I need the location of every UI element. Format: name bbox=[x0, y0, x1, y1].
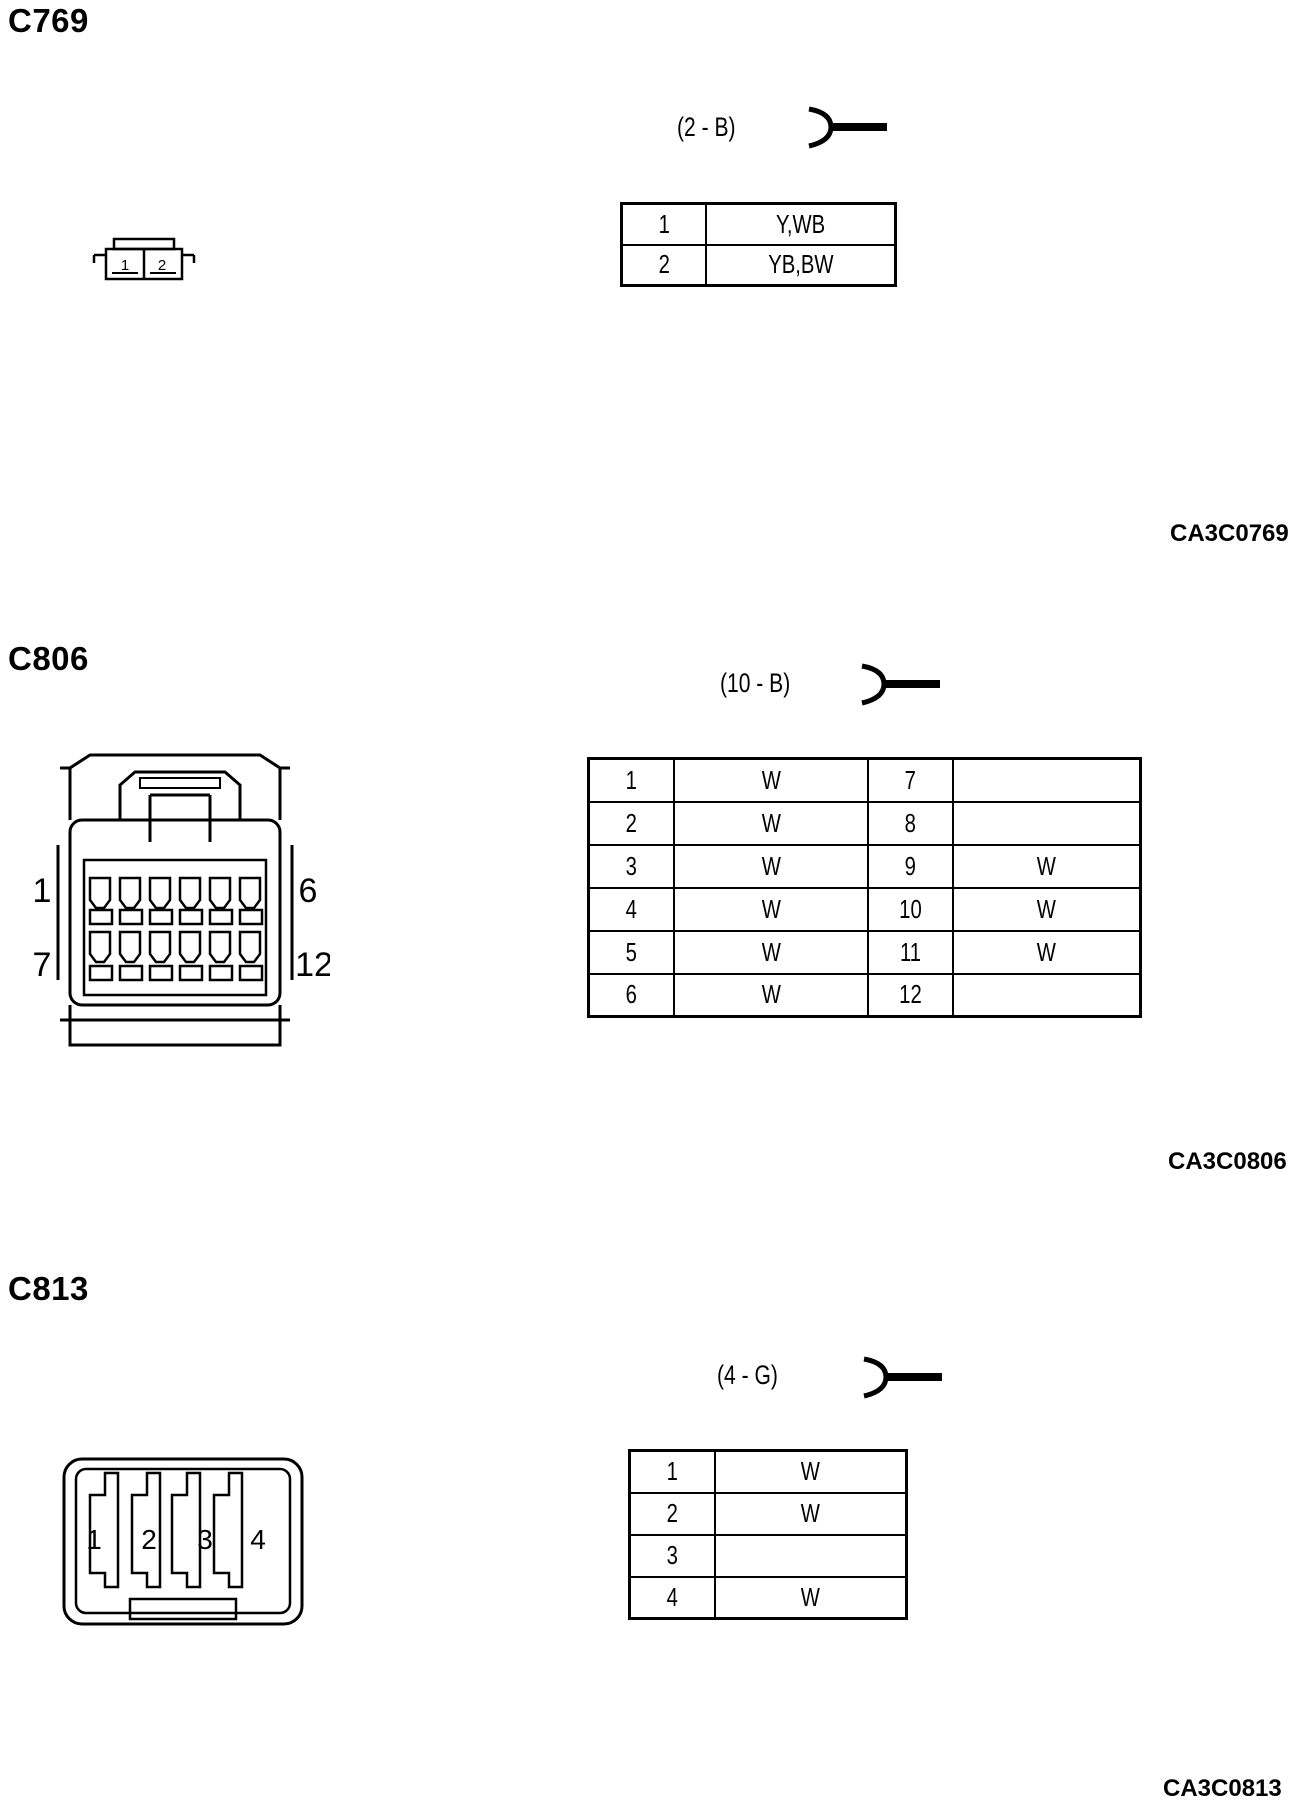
table-row: 1 W 7 bbox=[587, 757, 1142, 803]
wire-color: W bbox=[673, 972, 869, 1018]
wire-color: W bbox=[952, 886, 1142, 932]
table-row: 3 bbox=[628, 1533, 908, 1578]
wire-color: W bbox=[952, 843, 1142, 889]
wire-color: W bbox=[714, 1491, 908, 1536]
pin-number: 4 bbox=[628, 1575, 716, 1620]
pin-number: 11 bbox=[867, 929, 954, 975]
pin-label: 2 bbox=[158, 257, 166, 274]
table-row: 3 W 9 W bbox=[587, 843, 1142, 889]
diagram-code-c769: CA3C0769 bbox=[1170, 520, 1289, 547]
table-row: 6 W 12 bbox=[587, 972, 1142, 1018]
pin-number: 7 bbox=[867, 757, 954, 803]
pin-number: 3 bbox=[628, 1533, 716, 1578]
table-row: 2 W bbox=[628, 1491, 908, 1536]
wire-color: Y,WB bbox=[705, 202, 897, 246]
pin-label: 3 bbox=[197, 1524, 213, 1555]
pin-table-c769: 1 Y,WB 2 YB,BW bbox=[620, 202, 897, 287]
condition-label-c769: (2 - B) bbox=[677, 112, 736, 142]
table-row: 4 W bbox=[628, 1575, 908, 1620]
pin-number: 6 bbox=[587, 972, 675, 1018]
pin-label: 6 bbox=[299, 872, 318, 910]
table-row: 2 YB,BW bbox=[620, 243, 897, 287]
pin-table-c806: 1 W 7 2 W 8 3 W 9 W 4 W 10 W 5 W 11 W 6 … bbox=[587, 757, 1142, 1018]
table-row: 5 W 11 W bbox=[587, 929, 1142, 975]
section-title-c806: C806 bbox=[8, 640, 89, 677]
table-row: 2 W 8 bbox=[587, 800, 1142, 846]
pin-number: 1 bbox=[628, 1449, 716, 1494]
pin-number: 4 bbox=[587, 886, 675, 932]
connector-face-c806: 1 6 7 12 bbox=[33, 753, 330, 1047]
pin-number: 8 bbox=[867, 800, 954, 846]
wire-color: YB,BW bbox=[705, 243, 897, 287]
wire-color: W bbox=[714, 1575, 908, 1620]
wire-color bbox=[952, 800, 1142, 846]
diagram-code-c813: CA3C0813 bbox=[1163, 1775, 1282, 1802]
wire-color: W bbox=[952, 929, 1142, 975]
wire-color: W bbox=[673, 800, 869, 846]
connector-face-c813: 1 2 3 4 bbox=[62, 1457, 304, 1626]
pin-label: 12 bbox=[295, 946, 330, 984]
pin-number: 2 bbox=[628, 1491, 716, 1536]
pin-number: 10 bbox=[867, 886, 954, 932]
wire-color: W bbox=[673, 929, 869, 975]
pin-number: 2 bbox=[587, 800, 675, 846]
female-terminal-icon bbox=[808, 106, 887, 149]
pin-label: 1 bbox=[33, 872, 52, 910]
wire-color: W bbox=[714, 1449, 908, 1494]
section-title-c813: C813 bbox=[8, 1270, 89, 1307]
pin-number: 2 bbox=[620, 243, 707, 287]
pin-number: 5 bbox=[587, 929, 675, 975]
diagram-code-c806: CA3C0806 bbox=[1168, 1148, 1287, 1175]
table-row: 1 Y,WB bbox=[620, 202, 897, 246]
wire-color: W bbox=[673, 843, 869, 889]
table-row: 1 W bbox=[628, 1449, 908, 1494]
condition-label-c813: (4 - G) bbox=[717, 1360, 778, 1390]
pin-label: 1 bbox=[86, 1524, 102, 1555]
wire-color: W bbox=[673, 886, 869, 932]
pin-number: 1 bbox=[620, 202, 707, 246]
table-row: 4 W 10 W bbox=[587, 886, 1142, 932]
female-terminal-icon bbox=[861, 663, 940, 706]
female-terminal-icon bbox=[863, 1356, 942, 1399]
wire-color bbox=[952, 972, 1142, 1018]
section-title-c769: C769 bbox=[8, 2, 89, 39]
pin-number: 9 bbox=[867, 843, 954, 889]
pin-label: 4 bbox=[250, 1524, 266, 1555]
pin-label: 1 bbox=[121, 257, 129, 274]
wire-color: W bbox=[673, 757, 869, 803]
pin-number: 12 bbox=[867, 972, 954, 1018]
connector-face-c769: 1 2 bbox=[92, 237, 196, 281]
wire-color bbox=[714, 1533, 908, 1578]
pin-table-c813: 1 W 2 W 3 4 W bbox=[628, 1449, 908, 1620]
wire-color bbox=[952, 757, 1142, 803]
pin-label: 2 bbox=[141, 1524, 157, 1555]
condition-label-c806: (10 - B) bbox=[720, 668, 791, 698]
pin-label: 7 bbox=[33, 946, 52, 984]
pin-number: 1 bbox=[587, 757, 675, 803]
pin-number: 3 bbox=[587, 843, 675, 889]
